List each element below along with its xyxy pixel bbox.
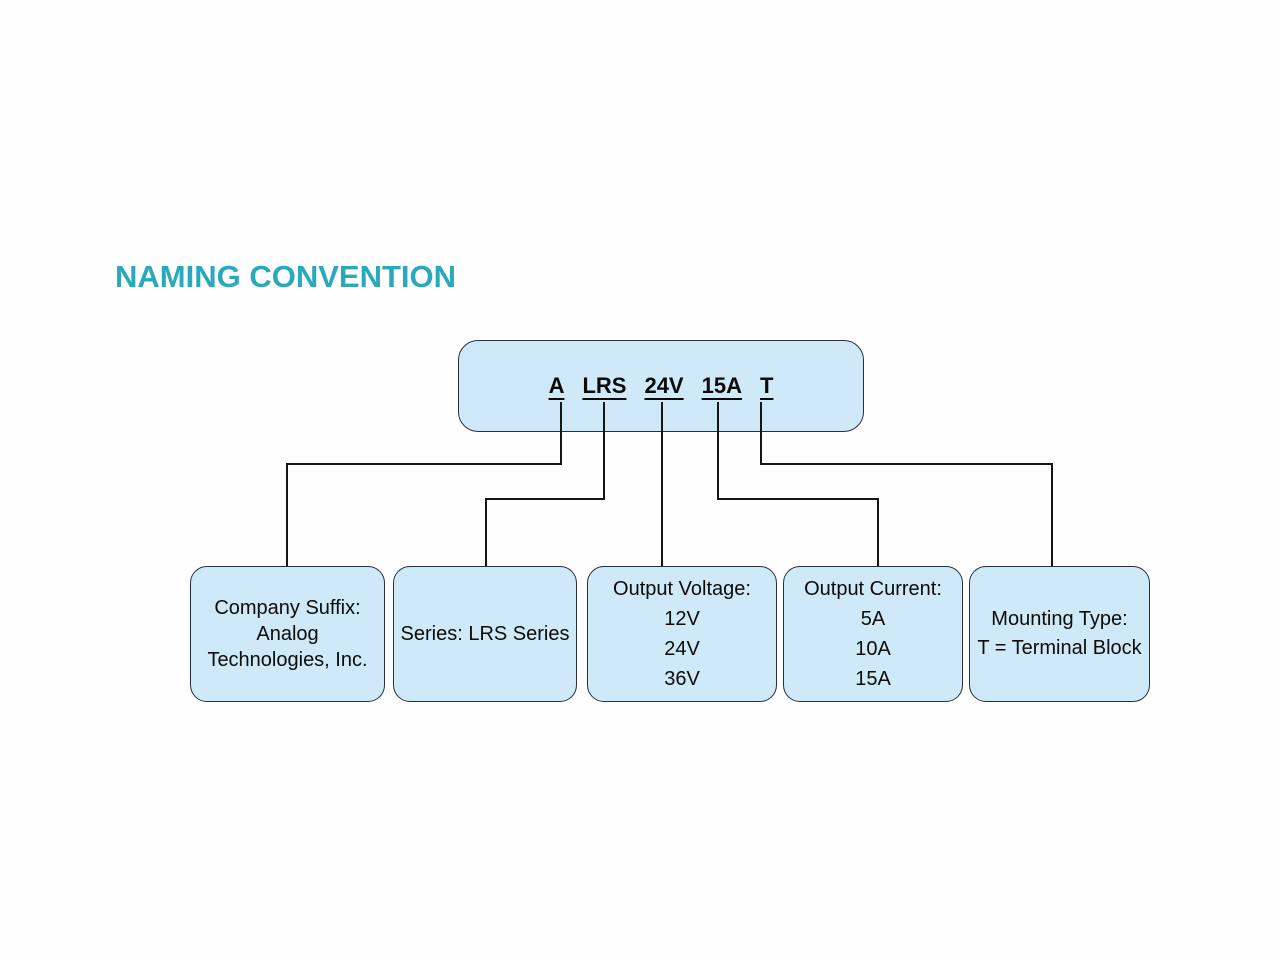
model-part-voltage: 24V	[644, 373, 684, 398]
box-line: 12V	[664, 608, 700, 630]
box-line: 10A	[855, 638, 891, 660]
box-line: Output Current:	[804, 578, 942, 600]
box-line: Technologies, Inc.	[207, 649, 368, 671]
box-line: T = Terminal Block	[977, 637, 1142, 659]
box-line: Company Suffix:	[214, 597, 361, 619]
box-mounting-type: Mounting Type: T = Terminal Block	[969, 566, 1150, 702]
box-line: 36V	[664, 668, 700, 690]
box-line: 15A	[855, 668, 891, 690]
model-number: A LRS 24V 15A T	[549, 373, 774, 399]
box-company-suffix: Company Suffix: Analog Technologies, Inc…	[190, 566, 385, 702]
box-line: Output Voltage:	[613, 578, 751, 600]
box-line: Analog	[256, 623, 319, 645]
model-part-mounting: T	[759, 373, 774, 398]
page-title: NAMING CONVENTION	[115, 259, 456, 294]
model-part-company: A	[548, 373, 565, 398]
box-line: 5A	[860, 608, 886, 630]
box-series: Series: LRS Series	[393, 566, 577, 702]
model-part-series: LRS	[582, 373, 627, 398]
model-number-box: A LRS 24V 15A T	[458, 340, 864, 432]
box-line: 24V	[664, 638, 700, 660]
model-part-current: 15A	[701, 373, 742, 398]
box-output-current: Output Current: 5A 10A 15A	[783, 566, 963, 702]
box-line: Series: LRS Series	[400, 623, 570, 645]
box-output-voltage: Output Voltage: 12V 24V 36V	[587, 566, 777, 702]
box-line: Mounting Type:	[991, 608, 1128, 630]
